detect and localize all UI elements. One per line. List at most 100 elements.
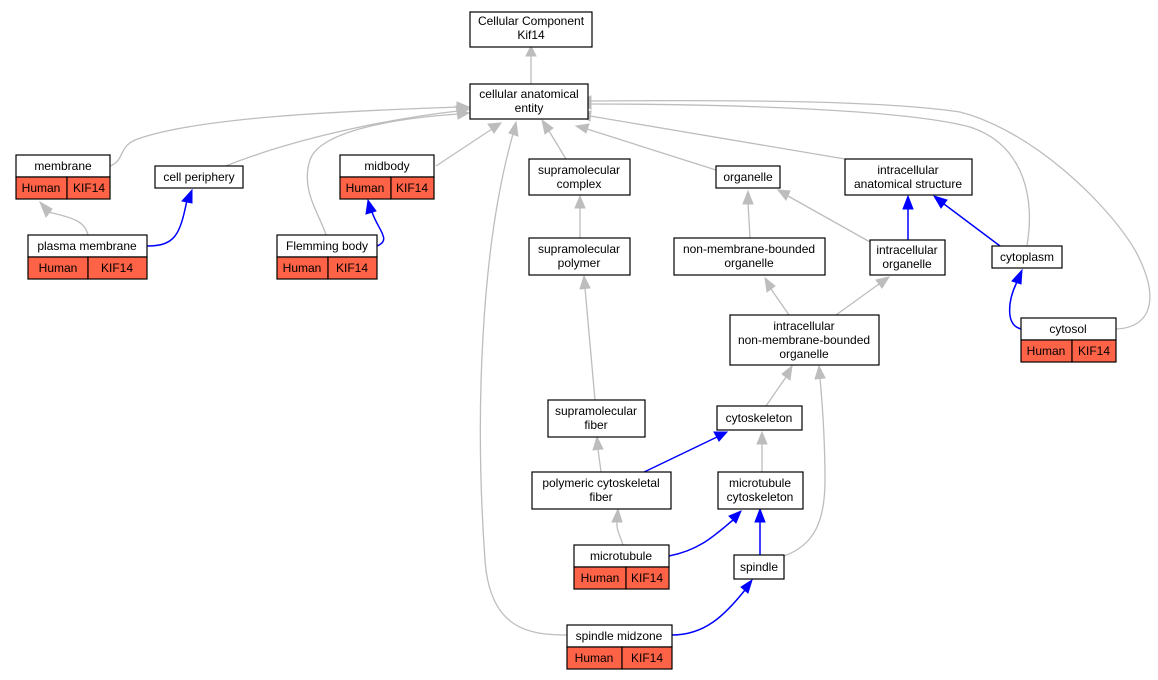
arrowhead [1011, 268, 1023, 285]
arrowhead [781, 364, 793, 381]
edge-spindle-midzone-to-cae [479, 133, 568, 636]
node-spindle[interactable]: spindle [733, 554, 785, 580]
edge-cell-periphery-to-cae [222, 110, 459, 168]
node-label-line: Kif14 [517, 28, 545, 42]
node-spindle-midzone[interactable]: spindle midzone Human KIF14 [566, 624, 673, 670]
node-supramolecular-complex[interactable]: supramolecular complex [528, 158, 631, 196]
node-intracellular-organelle[interactable]: intracellular organelle [869, 239, 946, 276]
node-cell-periphery[interactable]: cell periphery [154, 165, 244, 189]
species-label: Human [22, 181, 61, 195]
edge-cytosol-to-cae [590, 99, 1151, 330]
gene-label: KIF14 [631, 651, 663, 665]
node-label-line: spindle [740, 560, 778, 574]
edge-flemming-to-midbody [371, 211, 385, 247]
edge-organelle-to-cae [586, 128, 717, 171]
node-organelle[interactable]: organelle [715, 165, 781, 189]
node-label-line: organelle [723, 170, 773, 184]
node-label-line: microtubule [729, 476, 791, 490]
node-cellular-component-kif14[interactable]: Cellular Component Kif14 [469, 11, 593, 48]
edge-plasma-membrane-to-membrane [47, 211, 89, 236]
arrowhead [754, 507, 766, 523]
arrowhead [814, 364, 826, 380]
node-cytoplasm[interactable]: cytoplasm [991, 245, 1063, 269]
edge-cytoplasm-to-cae [590, 103, 1030, 246]
node-label-line: Flemming body [286, 239, 368, 253]
node-supramolecular-fiber[interactable]: supramolecular fiber [547, 399, 646, 438]
node-label-line: microtubule [590, 549, 652, 563]
arrowhead [740, 578, 753, 594]
arrowhead [508, 120, 519, 137]
edges [38, 44, 1151, 636]
node-non-membrane-bounded-organelle[interactable]: non-membrane-bounded organelle [673, 237, 826, 276]
node-supramolecular-polymer[interactable]: supramolecular polymer [528, 237, 631, 276]
arrowhead [764, 276, 776, 293]
arrowhead [525, 44, 537, 57]
arrowhead [541, 118, 554, 135]
arrowhead [574, 123, 590, 134]
arrowhead [574, 194, 586, 209]
species-label: Human [346, 181, 385, 195]
node-midbody[interactable]: midbody Human KIF14 [339, 154, 435, 200]
arrowhead [902, 194, 914, 210]
node-polymeric-cytoskeletal-fiber[interactable]: polymeric cytoskeletal fiber [531, 471, 672, 510]
gene-tag [87, 256, 148, 280]
edge-intracellular-organelle-to-organelle [787, 195, 871, 243]
species-label: Human [1027, 344, 1066, 358]
node-label-line: cytosol [1049, 322, 1086, 336]
gene-label: KIF14 [73, 181, 105, 195]
node-plasma-membrane[interactable]: plasma membrane Human KIF14 [27, 234, 148, 280]
node-label-line: supramolecular [538, 242, 620, 256]
species-label: Human [581, 571, 620, 585]
node-intracellular-anatomical-structure[interactable]: intracellular anatomical structure [844, 158, 973, 196]
gene-tag [1071, 339, 1117, 363]
arrowhead [181, 188, 193, 204]
arrowhead [932, 195, 948, 209]
node-microtubule[interactable]: microtubule Human KIF14 [573, 544, 670, 590]
arrowhead [592, 435, 604, 451]
node-membrane[interactable]: membrane Human KIF14 [15, 154, 111, 200]
edge-pcf-to-supfiber [597, 448, 602, 473]
node-label-line: membrane [34, 159, 92, 173]
node-cytoskeleton[interactable]: cytoskeleton [716, 405, 803, 431]
gene-label: KIF14 [631, 571, 663, 585]
edge-membrane-to-cae [109, 106, 459, 167]
edge-pcf-to-cytoskeleton [639, 436, 718, 475]
node-cellular-anatomical-entity[interactable]: cellular anatomical entity [469, 83, 589, 120]
gene-label: KIF14 [101, 261, 133, 275]
node-label-line: intracellular [876, 243, 937, 257]
edge-spindle-to-inmb [783, 377, 826, 557]
gene-tag [390, 176, 435, 200]
arrowhead [365, 198, 377, 215]
gene-tag [625, 566, 670, 590]
node-cytosol[interactable]: cytosol Human KIF14 [1020, 317, 1117, 363]
node-label-line: polymeric cytoskeletal [542, 476, 659, 490]
node-label-line: complex [557, 177, 602, 191]
edge-spindle-midzone-to-spindle [671, 589, 746, 636]
node-microtubule-cytoskeleton[interactable]: microtubule cytoskeleton [717, 471, 804, 510]
node-label-line: cytoplasm [1000, 250, 1054, 264]
arrowhead [713, 431, 729, 442]
edge-ias-to-cae [589, 115, 846, 160]
node-intracellular-non-membrane-bounded-organelle[interactable]: intracellular non-membrane-bounded organ… [729, 314, 880, 366]
arrowhead [756, 430, 768, 445]
edge-supcomplex-to-cae [548, 130, 567, 160]
gene-tag [66, 176, 111, 200]
arrowhead [611, 507, 623, 523]
edge-nmb-to-organelle [747, 202, 751, 239]
node-label-line: polymer [558, 256, 601, 270]
edge-microtubule-to-mtcytoskeleton [668, 519, 734, 557]
edge-inmb-to-intracellular-organelle [835, 283, 880, 316]
node-label-line: cellular anatomical [479, 87, 578, 101]
node-label-line: supramolecular [538, 163, 620, 177]
nodes: Cellular Component Kif14 cellular anatom… [15, 11, 1117, 670]
node-label-line: non-membrane-bounded [738, 333, 870, 347]
node-label-line: fiber [584, 418, 607, 432]
species-label: Human [283, 261, 322, 275]
arrowhead [875, 276, 891, 289]
node-label-line: entity [515, 101, 544, 115]
node-flemming-body[interactable]: Flemming body Human KIF14 [276, 234, 378, 280]
edge-plasma-membrane-to-cell-periphery [146, 199, 188, 247]
node-label-line: plasma membrane [37, 239, 137, 253]
node-label-line: intracellular [773, 319, 834, 333]
